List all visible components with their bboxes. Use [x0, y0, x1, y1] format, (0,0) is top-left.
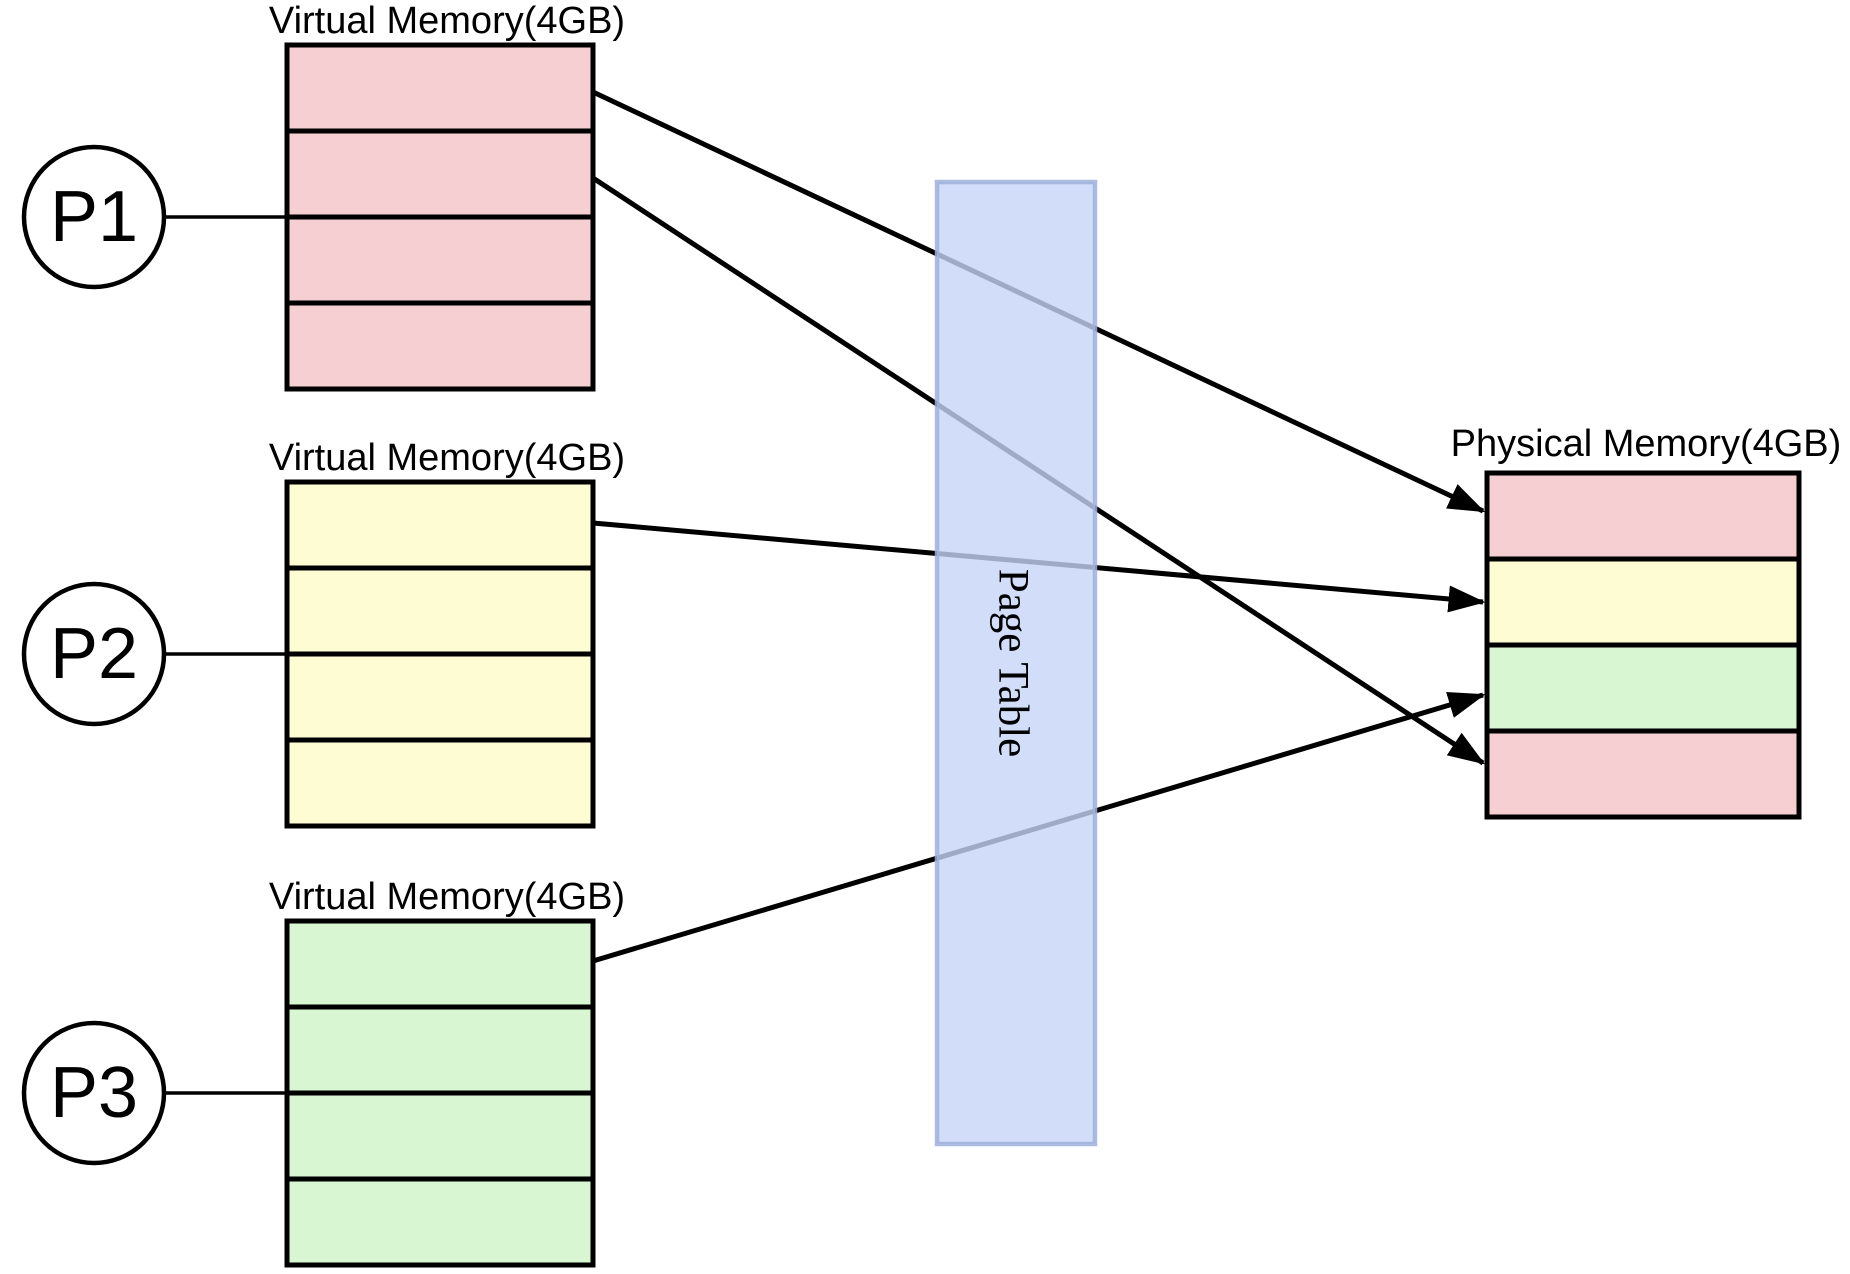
p1-page-2 — [287, 131, 593, 217]
p1-virtual-memory-title: Virtual Memory(4GB) — [269, 0, 625, 42]
p1-page-1 — [287, 45, 593, 131]
p1-label: P1 — [50, 177, 138, 257]
physical-memory-title: Physical Memory(4GB) — [1451, 423, 1842, 465]
p1-circle — [21, 144, 167, 290]
p3-page-3 — [287, 1093, 593, 1179]
p1-virtual-memory: Virtual Memory(4GB) — [269, 0, 625, 392]
page-table-label: Page Table — [990, 569, 1037, 757]
p2-page-3 — [287, 654, 593, 740]
p2-page-2 — [287, 568, 593, 654]
process-p2: P2 — [21, 581, 289, 727]
physical-frame-4 — [1487, 731, 1799, 817]
p1-page-3 — [287, 217, 593, 303]
p2-memory-box-border — [284, 479, 596, 829]
physical-frame-1 — [1487, 473, 1799, 559]
p1-page-4 — [287, 303, 593, 389]
p3-label: P3 — [50, 1053, 138, 1133]
p2-circle — [21, 581, 167, 727]
physical-memory-box-border — [1484, 470, 1802, 820]
p3-virtual-memory: Virtual Memory(4GB) — [269, 876, 625, 1268]
p2-virtual-memory: Virtual Memory(4GB) — [269, 437, 625, 829]
p3-page-2 — [287, 1007, 593, 1093]
p3-memory-box-border — [284, 918, 596, 1268]
p3-virtual-memory-title: Virtual Memory(4GB) — [269, 876, 625, 918]
p1-memory-box-border — [284, 42, 596, 392]
p3-circle — [21, 1020, 167, 1166]
physical-frame-2 — [1487, 559, 1799, 645]
process-p3: P3 — [21, 1020, 289, 1166]
page-table: Page Table — [934, 179, 1098, 1147]
p2-page-4 — [287, 740, 593, 826]
p2-page-1 — [287, 482, 593, 568]
p2-virtual-memory-title: Virtual Memory(4GB) — [269, 437, 625, 479]
physical-frame-3 — [1487, 645, 1799, 731]
p2-label: P2 — [50, 614, 138, 694]
process-p1: P1 — [21, 144, 289, 290]
page-table-band — [934, 179, 1098, 1147]
p3-page-4 — [287, 1179, 593, 1265]
physical-memory: Physical Memory(4GB) — [1451, 423, 1842, 820]
p3-page-1 — [287, 921, 593, 1007]
